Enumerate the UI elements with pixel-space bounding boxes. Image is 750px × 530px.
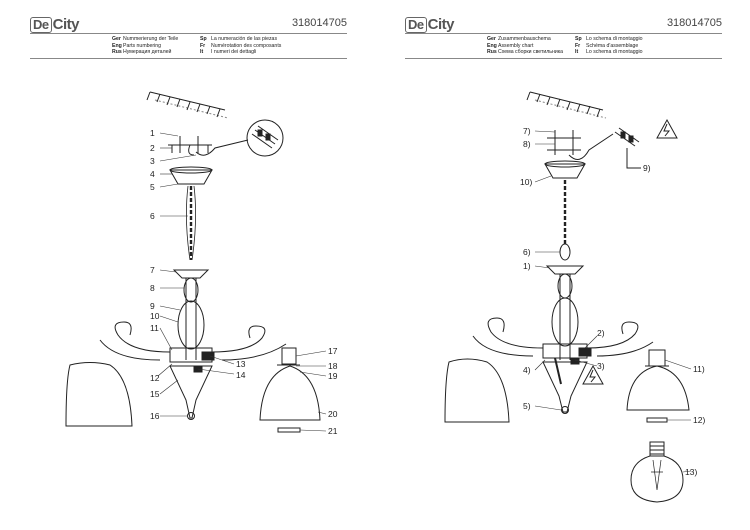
- step-label-6: 6): [523, 247, 531, 257]
- part-label-14: 14: [236, 370, 246, 380]
- part-label-2: 2: [150, 143, 155, 153]
- part-label-12: 12: [150, 373, 160, 383]
- right-socket: [277, 347, 300, 366]
- step-label-2: 2): [597, 328, 605, 338]
- part-label-13: 13: [236, 359, 246, 369]
- right-shade: [259, 365, 321, 421]
- part-label-7: 7: [150, 265, 155, 275]
- left-shade: [444, 358, 510, 423]
- bottom-finial: [169, 365, 213, 419]
- step-label-9: 9): [643, 163, 651, 173]
- right-socket: [645, 349, 669, 367]
- chain: [186, 185, 196, 261]
- part-label-4: 4: [150, 169, 155, 179]
- part-label-5: 5: [150, 182, 155, 192]
- step-label-7: 7): [523, 126, 531, 136]
- step-label-1: 1): [523, 261, 531, 271]
- step-label-8: 8): [523, 139, 531, 149]
- mounting-bracket: [547, 130, 581, 155]
- part-label-6: 6: [150, 211, 155, 221]
- step-label-4: 4): [523, 365, 531, 375]
- right-shade: [626, 365, 690, 411]
- part-label-3: 3: [150, 156, 155, 166]
- parts-diagram: 1 2 3 4 5 6 7 8 9 10 11 12 13 14 15 16 1…: [65, 91, 338, 436]
- header-divider: [30, 58, 347, 59]
- part-label-9: 9: [150, 301, 155, 311]
- part-label-1: 1: [150, 128, 155, 138]
- terminal-block: [614, 127, 641, 169]
- chain: [559, 180, 571, 261]
- part-label-16: 16: [150, 411, 160, 421]
- part-label-15: 15: [150, 389, 160, 399]
- header-divider: [405, 33, 722, 34]
- ceiling: [526, 91, 607, 119]
- wire: [195, 139, 249, 156]
- canopy: [169, 169, 213, 185]
- bulb-icon: [630, 441, 684, 503]
- part-label-18: 18: [328, 361, 338, 371]
- part-label-17: 17: [328, 346, 338, 356]
- bulb-cap: [646, 417, 668, 423]
- part-label-19: 19: [328, 371, 338, 381]
- ceiling: [146, 91, 229, 119]
- central-column: [542, 265, 588, 360]
- right-arm: [211, 325, 287, 361]
- terminal-block-detail: [246, 119, 284, 157]
- step-label-12: 12): [693, 415, 705, 425]
- part-label-10: 10: [150, 311, 160, 321]
- part-label-8: 8: [150, 283, 155, 293]
- step-label-5: 5): [523, 401, 531, 411]
- bulb-cap: [277, 427, 301, 433]
- left-arm: [99, 321, 171, 361]
- article-number: 318014705: [666, 17, 722, 29]
- left-shade: [65, 362, 133, 427]
- header-divider: [405, 58, 722, 59]
- warning-triangle-icon: [656, 118, 678, 139]
- part-label-21: 21: [328, 426, 338, 436]
- wire: [568, 133, 614, 160]
- article-number: 318014705: [291, 17, 347, 29]
- left-arm: [472, 317, 544, 357]
- bottom-finial: [542, 361, 588, 413]
- step-label-3: 3): [597, 361, 605, 371]
- step-label-13: 13): [685, 467, 697, 477]
- part-label-11: 11: [150, 323, 159, 333]
- part-label-20: 20: [328, 409, 338, 419]
- warning-triangle-icon: [582, 364, 604, 385]
- header-divider: [30, 33, 347, 34]
- central-column: [169, 269, 213, 363]
- step-label-11: 11): [693, 364, 705, 374]
- step-label-10: 10): [520, 177, 532, 187]
- mounting-bracket: [168, 136, 212, 156]
- canopy: [544, 163, 586, 179]
- assembly-diagram: 7) 8) 9) 10) 6) 1) 2) 3) 4) 5) 11) 12) 1…: [444, 91, 705, 503]
- right-arm: [586, 321, 654, 357]
